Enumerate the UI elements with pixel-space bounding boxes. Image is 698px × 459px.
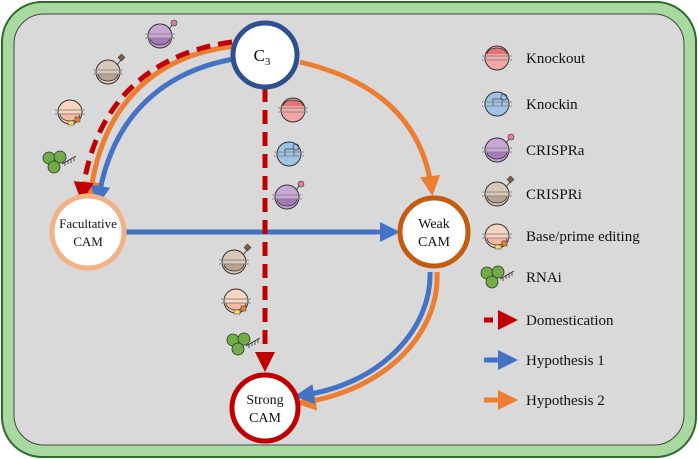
node-weak-cam: Weak CAM bbox=[397, 195, 471, 269]
legend-hypothesis2-label: Hypothesis 2 bbox=[526, 393, 605, 409]
node-c3-subscript: 3 bbox=[265, 56, 271, 68]
arrow-hyp2-c3-to-weak bbox=[299, 59, 441, 196]
legend-crispra-label: CRISPRa bbox=[526, 143, 585, 159]
node-facultative-line2: CAM bbox=[73, 234, 103, 249]
legend-domestication-label: Domestication bbox=[526, 313, 614, 329]
legend: Knockout Knockin CRISPRa CRISPRi Base/pr… bbox=[480, 46, 640, 410]
arrow-hyp2-weak-to-strong bbox=[296, 271, 440, 411]
node-strong-cam: Strong CAM bbox=[229, 372, 301, 444]
legend-knockin-label: Knockin bbox=[526, 97, 578, 113]
arrow-hyp1-c3-to-facultative bbox=[90, 55, 241, 206]
legend-knockout-label: Knockout bbox=[526, 51, 586, 67]
legend-base-prime-label: Base/prime editing bbox=[526, 229, 640, 245]
arrow-domestication-c3-to-facultative bbox=[73, 39, 233, 202]
node-strong-line2: CAM bbox=[249, 411, 281, 426]
arrow-hyp1-weak-to-strong bbox=[294, 271, 433, 404]
svg-text:C3: C3 bbox=[254, 46, 271, 68]
node-facultative-cam: Facultative CAM bbox=[49, 193, 127, 271]
node-weak-line2: CAM bbox=[418, 235, 450, 250]
node-c3: C3 bbox=[230, 20, 300, 90]
legend-rnai-label: RNAi bbox=[526, 270, 562, 286]
legend-hypothesis1-label: Hypothesis 1 bbox=[526, 353, 605, 369]
node-facultative-line1: Facultative bbox=[59, 216, 117, 231]
node-weak-line1: Weak bbox=[418, 217, 450, 232]
arrow-hyp2-c3-to-facultative bbox=[81, 43, 237, 202]
node-strong-line1: Strong bbox=[246, 393, 283, 408]
node-c3-label: C bbox=[254, 46, 265, 65]
legend-crispri-label: CRISPRi bbox=[526, 187, 582, 203]
